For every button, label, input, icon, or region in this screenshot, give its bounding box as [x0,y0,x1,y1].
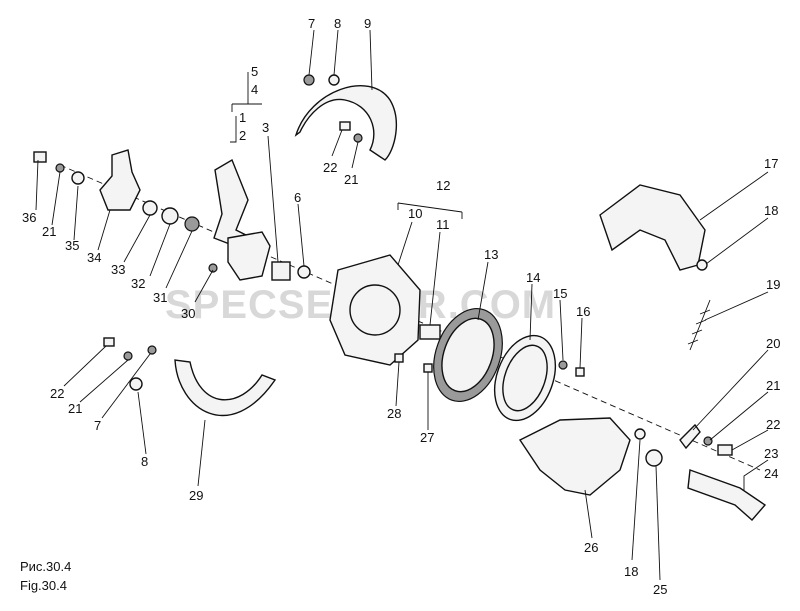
nut-8-top [328,74,340,86]
washer-18-upper [696,259,708,271]
figure-caption-ru: Рис.30.4 [20,559,71,574]
slack-adjuster [99,149,141,211]
callout-6: 6 [294,190,301,205]
bolt-36 [33,151,47,163]
callout-31: 31 [153,290,167,305]
washer-33 [142,200,158,216]
washer-21-top [353,133,363,143]
brace-5-4 [231,72,262,112]
bushing-31 [184,216,200,232]
bolt-7-top [303,74,315,86]
bushing-3 [271,261,291,281]
figure-caption-en: Fig.30.4 [20,578,67,593]
callout-18-upper: 18 [764,203,778,218]
brace-1-2 [230,116,237,143]
callout-11: 11 [436,217,450,232]
callout-27: 27 [420,430,434,445]
callout-12: 12 [436,178,450,193]
carrier-bore [349,284,401,336]
callout-3: 3 [262,120,269,135]
callout-4: 4 [251,82,258,97]
callout-30: 30 [181,306,195,321]
bolt-22-lower [103,337,115,347]
callout-7-top: 7 [308,16,315,31]
callout-22-right: 22 [766,417,780,432]
callout-21-lower: 21 [68,401,82,416]
callout-1: 1 [239,110,246,125]
callout-17: 17 [764,156,778,171]
expander-cam [687,469,767,521]
callout-22-top: 22 [323,160,337,175]
callout-9: 9 [364,16,371,31]
washer-21-lower [123,351,133,361]
seal-30 [208,263,218,273]
nut-35 [71,171,85,185]
callout-21-top: 21 [344,172,358,187]
callout-5: 5 [251,64,258,79]
bolt-28 [394,353,404,363]
callout-8-lower: 8 [141,454,148,469]
callout-35: 35 [65,238,79,253]
ring-6 [297,265,311,279]
assembly-bracket-12 [397,202,463,219]
callout-7-lower: 7 [94,418,101,433]
washer-15 [558,360,568,370]
bolt-16 [575,367,585,377]
washer-21-left [55,163,65,173]
callout-21-left: 21 [42,224,56,239]
callout-2: 2 [239,128,246,143]
callout-28: 28 [387,406,401,421]
carrier-cover-inner [502,344,548,412]
callout-34: 34 [87,250,101,265]
bolt-7-lower [147,345,157,355]
callout-25: 25 [653,582,667,597]
callout-33: 33 [111,262,125,277]
bolt-27 [423,363,433,373]
upper-brake-shoe [599,184,706,271]
callout-32: 32 [131,276,145,291]
callout-18-lower: 18 [624,564,638,579]
callout-23: 23 [764,446,778,461]
callout-16: 16 [576,304,590,319]
lower-dust-shield [174,359,277,416]
bracket-flange [227,231,271,281]
leader-lines [35,29,769,581]
upper-dust-shield [294,85,397,161]
callout-8-top: 8 [334,16,341,31]
callout-19: 19 [766,277,780,292]
callout-29: 29 [189,488,203,503]
callout-21-right: 21 [766,378,780,393]
bolt-22-top [339,121,351,131]
callout-labels: 5 4 1 2 3 6 7 8 9 22 21 10 11 12 13 14 1… [22,16,780,597]
return-spring [687,299,711,351]
callout-13: 13 [484,247,498,262]
bushing-25 [645,449,663,467]
lower-brake-shoe [518,417,631,496]
callout-20: 20 [766,336,780,351]
washer-18-lower [634,428,646,440]
seal-ring-inner [441,317,495,393]
washer-32 [161,207,179,225]
washer-21-right [703,436,713,446]
callout-14: 14 [526,270,540,285]
expander-shaft-11 [419,324,441,340]
cam-lever [679,423,701,450]
bolt-22-right [717,444,733,456]
callout-22-lower: 22 [50,386,64,401]
callout-24: 24 [764,466,778,481]
callout-10: 10 [408,206,422,221]
nut-8-lower [129,377,143,391]
callout-36: 36 [22,210,36,225]
callout-15: 15 [553,286,567,301]
callout-26: 26 [584,540,598,555]
